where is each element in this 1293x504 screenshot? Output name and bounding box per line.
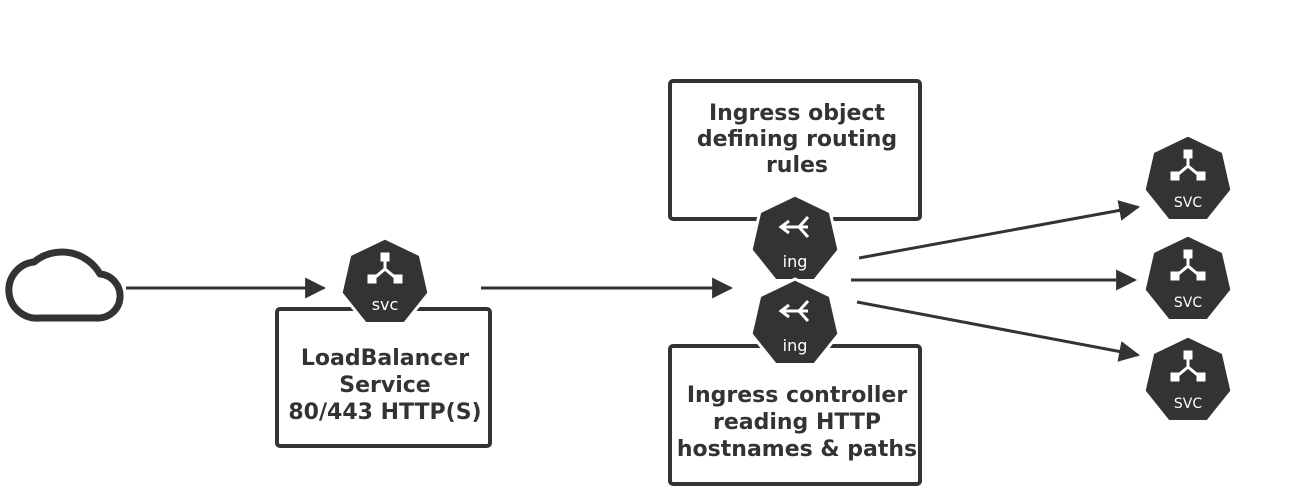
service-icon xyxy=(1170,149,1206,181)
heptagon-icon xyxy=(1142,334,1234,423)
cloud-icon xyxy=(5,248,124,322)
heptagon-icon xyxy=(1142,233,1234,322)
backend-svc-badge-2: SVC xyxy=(1142,233,1234,322)
lb-svc-label: svc xyxy=(372,295,399,314)
arrow-ingress-to-svc-3 xyxy=(856,300,1141,362)
backend-svc-badge-1: SVC xyxy=(1142,133,1234,222)
backend-svc-label-1: SVC xyxy=(1174,195,1202,211)
lb-svc-badge: svc xyxy=(339,236,431,325)
ingress-controller-badge-label: ing xyxy=(783,336,808,355)
backend-svc-badge-3: SVC xyxy=(1142,334,1234,423)
ingress-controller-line-1: Ingress controller xyxy=(687,383,908,408)
service-icon xyxy=(1170,350,1206,382)
backend-svc-label-2: SVC xyxy=(1174,295,1202,311)
ingress-object-line-2: defining routing xyxy=(697,127,897,152)
heptagon-icon xyxy=(339,236,431,325)
backend-svc-label-3: SVC xyxy=(1174,396,1202,412)
ingress-controller-line-3: hostnames & paths xyxy=(677,437,917,462)
ingress-controller-badge: ing xyxy=(749,277,841,366)
loadbalancer-line-2: Service xyxy=(339,373,430,398)
ingress-object-badge-label: ing xyxy=(783,252,808,271)
heptagon-icon xyxy=(749,277,841,366)
service-icon xyxy=(1170,249,1206,281)
ingress-object-line-3: rules xyxy=(766,153,828,178)
loadbalancer-line-3: 80/443 HTTP(S) xyxy=(288,400,481,425)
ingress-controller-line-2: reading HTTP xyxy=(713,410,881,435)
ingress-object-line-1: Ingress object xyxy=(709,101,886,126)
ingress-object-badge: ing xyxy=(749,193,841,282)
service-icon xyxy=(367,252,403,284)
arrow-ingress-to-svc-1 xyxy=(858,200,1141,260)
ingress-icon xyxy=(778,299,810,323)
ingress-icon xyxy=(778,215,810,239)
loadbalancer-line-1: LoadBalancer xyxy=(301,346,469,371)
heptagon-icon xyxy=(1142,133,1234,222)
